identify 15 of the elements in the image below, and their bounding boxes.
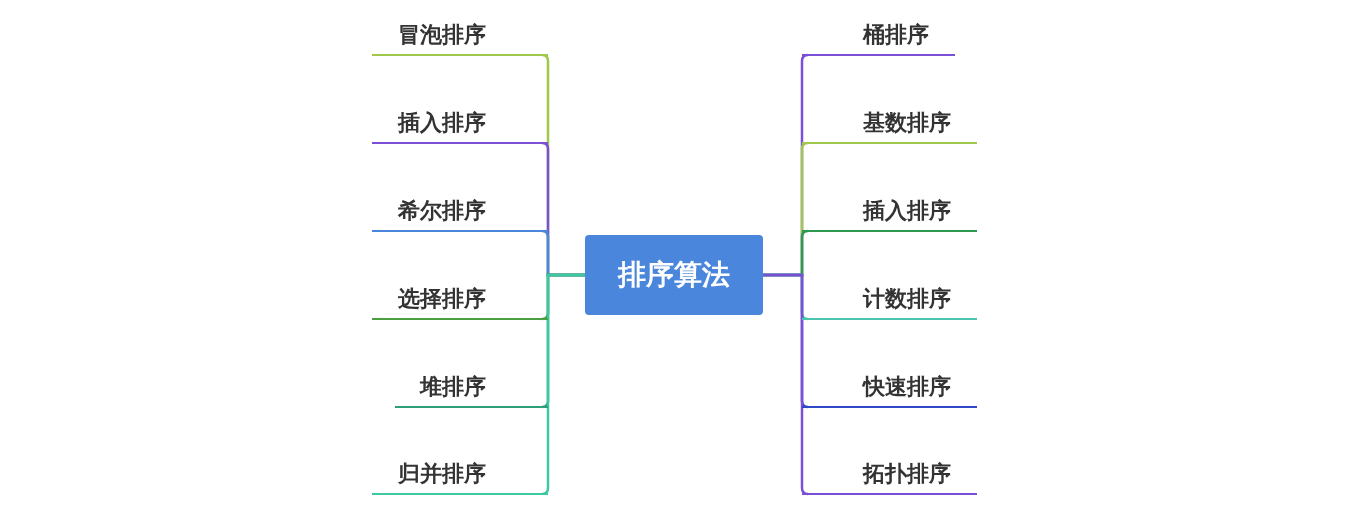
branch-topic: 插入排序 (372, 108, 548, 144)
branch-topic: 冒泡排序 (372, 20, 548, 56)
branch-topic: 快速排序 (802, 372, 977, 408)
branch-topic: 拓扑排序 (802, 459, 977, 495)
branch-topic: 计数排序 (802, 284, 977, 320)
branch-topic: 基数排序 (802, 108, 977, 144)
branch-topic: 插入排序 (802, 196, 977, 232)
branch-topic: 希尔排序 (372, 196, 548, 232)
central-topic-box: 排序算法 (585, 235, 763, 315)
branch-topic: 归并排序 (372, 459, 548, 495)
branch-topic: 堆排序 (395, 372, 548, 408)
branch-topic: 桶排序 (802, 20, 955, 56)
connector-line (763, 273, 809, 496)
connector-line (541, 273, 585, 496)
branch-topic: 选择排序 (372, 284, 548, 320)
